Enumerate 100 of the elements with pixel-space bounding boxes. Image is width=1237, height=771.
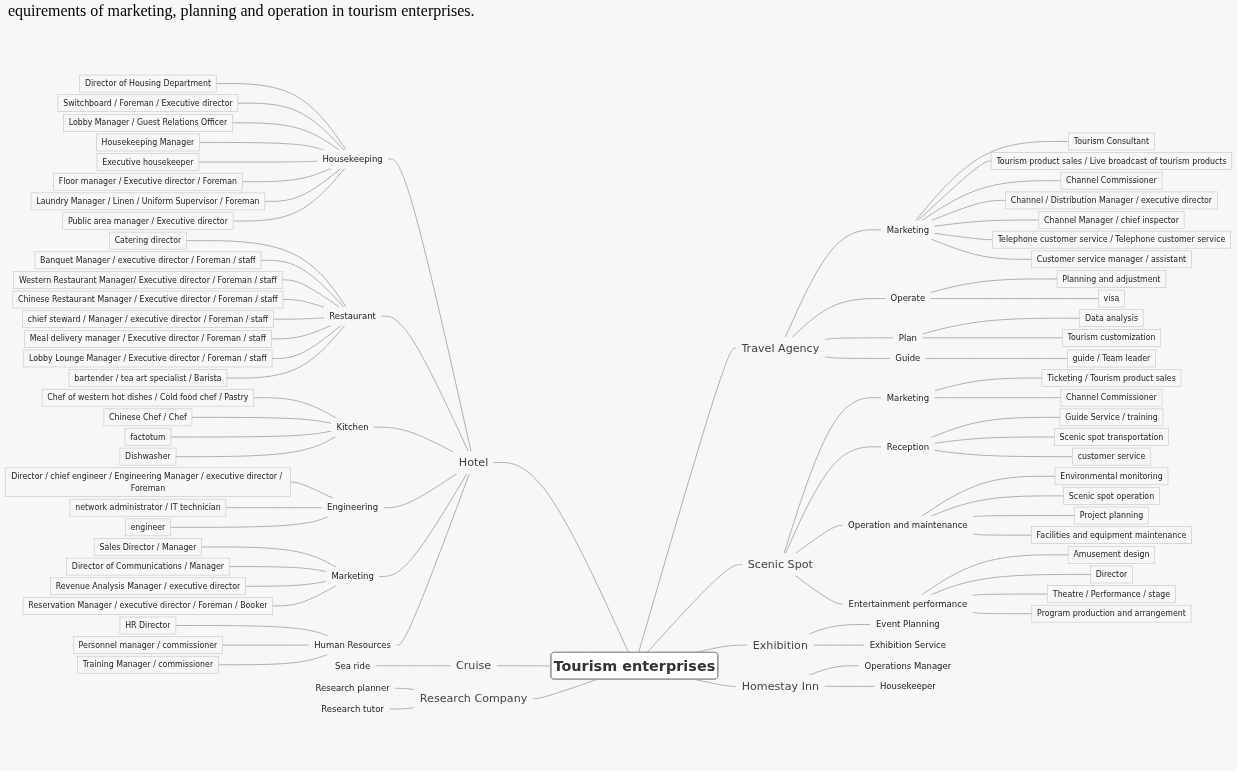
- connector: [387, 158, 472, 452]
- connector: [175, 625, 329, 637]
- connector: [374, 665, 452, 667]
- node-text: Homestay Inn: [741, 679, 820, 693]
- connector: [272, 584, 337, 607]
- connector: [921, 554, 1069, 596]
- node-text: Exhibition: [752, 638, 808, 652]
- connector: [228, 566, 327, 572]
- connector: [380, 315, 469, 452]
- connector: [260, 259, 345, 308]
- node-text: Human Resources: [314, 640, 392, 650]
- connector: [823, 685, 876, 687]
- node-text: Kitchen: [336, 422, 369, 432]
- node-text: Operate: [890, 293, 926, 304]
- connector: [225, 507, 323, 509]
- connector: [170, 430, 332, 438]
- node-text: Housekeeping: [322, 154, 383, 164]
- connector: [199, 142, 325, 151]
- connector: [493, 462, 630, 654]
- node-text: Travel Agency: [741, 341, 820, 355]
- connector: [237, 102, 345, 151]
- connector: [794, 575, 844, 605]
- connector: [198, 160, 318, 163]
- connector: [784, 446, 882, 555]
- node-text: Reception: [886, 441, 930, 452]
- connector: [929, 278, 1058, 294]
- connector: [231, 122, 340, 151]
- connector: [175, 435, 337, 458]
- connector: [170, 516, 329, 528]
- connector: [933, 397, 1062, 399]
- node-text: Housekeeper: [879, 681, 936, 692]
- node-text: Marketing: [886, 392, 930, 403]
- connector: [933, 449, 1073, 458]
- connector: [222, 644, 310, 646]
- connector: [378, 473, 468, 577]
- connector: [281, 279, 340, 308]
- connector: [791, 298, 886, 338]
- connector: [264, 167, 342, 202]
- node-text: Exhibition Service: [869, 640, 947, 650]
- connector: [914, 141, 1069, 222]
- connector: [794, 524, 844, 555]
- connector: [933, 436, 1055, 444]
- node-text: Guide: [895, 353, 921, 364]
- connector: [394, 687, 416, 691]
- node-text: Restaurant: [329, 311, 376, 321]
- node-text: Plan: [898, 332, 917, 343]
- node-text: Research planner: [315, 683, 390, 694]
- connector: [273, 317, 325, 320]
- connector: [971, 593, 1049, 596]
- connector: [271, 324, 342, 359]
- connector: [930, 199, 1007, 222]
- connector: [201, 546, 337, 568]
- connector: [921, 337, 1063, 339]
- connector: [972, 533, 1032, 536]
- connector: [824, 337, 894, 341]
- connector: [921, 475, 1056, 517]
- connector: [925, 358, 1068, 359]
- connector: [253, 397, 337, 419]
- node-text: Scenic Spot: [747, 557, 813, 571]
- node-text: Hotel: [458, 455, 489, 469]
- node-text: Sea ride: [335, 660, 371, 671]
- node-text: Cruise: [456, 658, 492, 672]
- connector: [930, 416, 1061, 439]
- connector: [933, 377, 1043, 392]
- connector: [784, 229, 882, 338]
- connector: [812, 644, 865, 646]
- connector: [382, 473, 458, 509]
- node-text: Research tutor: [321, 703, 384, 714]
- connector: [921, 180, 1062, 222]
- node-text: Research Company: [419, 691, 528, 705]
- connector: [783, 397, 882, 555]
- connector: [282, 299, 325, 308]
- connector: [971, 612, 1033, 615]
- connector: [929, 298, 1099, 300]
- node-text: Marketing: [886, 224, 930, 235]
- connector: [930, 238, 1032, 260]
- connector: [646, 564, 743, 654]
- node-text: Event Planning: [875, 619, 940, 630]
- connector: [930, 495, 1065, 517]
- connector: [373, 426, 455, 453]
- connector: [638, 347, 737, 654]
- connector: [395, 473, 470, 646]
- connector: [917, 160, 992, 222]
- connector: [215, 83, 347, 151]
- connector: [245, 580, 327, 587]
- connector: [191, 416, 332, 424]
- node-text: Operations Manager: [864, 660, 952, 671]
- connector: [388, 707, 416, 710]
- connector: [933, 232, 993, 241]
- node-text: Marketing: [331, 571, 374, 582]
- connector: [972, 515, 1075, 518]
- connector: [808, 624, 872, 635]
- connector: [232, 167, 346, 222]
- node-text: Entertainment performance: [848, 598, 968, 609]
- connector: [824, 356, 891, 359]
- connector: [921, 317, 1081, 335]
- connector: [808, 665, 860, 676]
- connector: [226, 324, 346, 379]
- node-text: Operation and maintenance: [848, 520, 968, 531]
- node-text: Engineering: [327, 502, 379, 513]
